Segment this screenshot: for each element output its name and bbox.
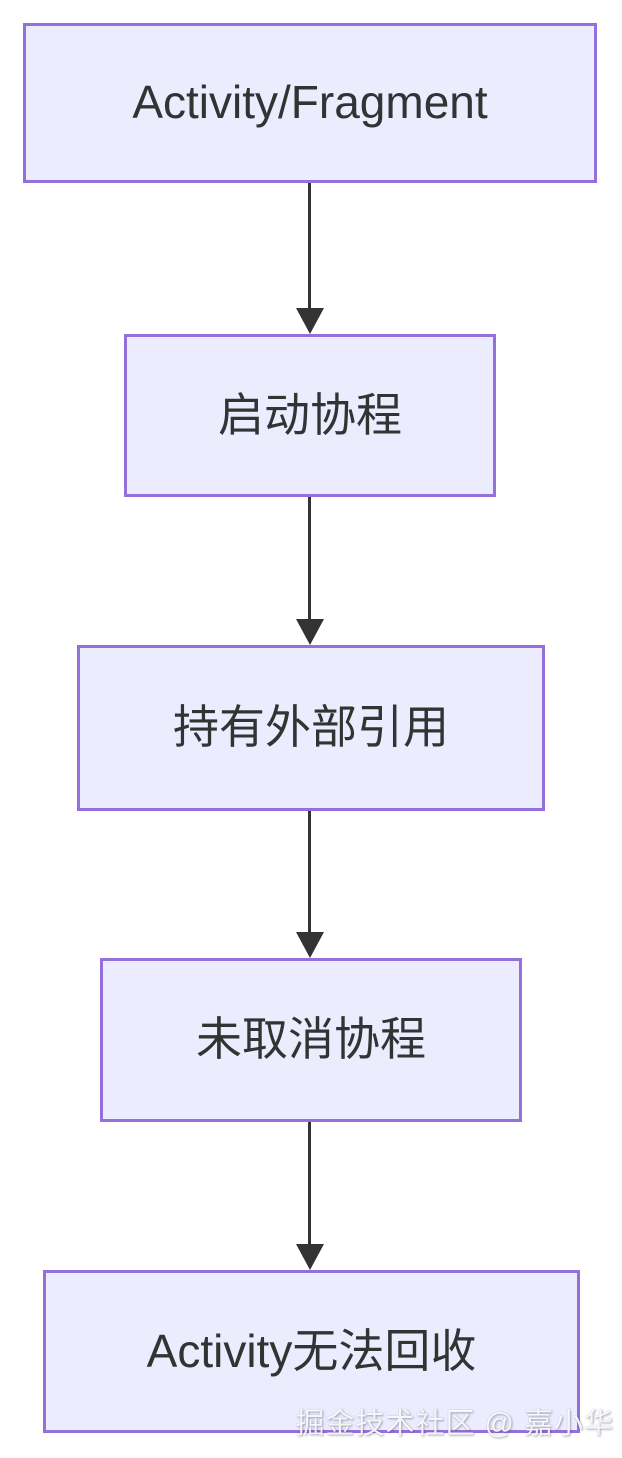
arrow-line bbox=[308, 1122, 311, 1252]
flow-node-activity-not-recyclable: Activity无法回收 bbox=[43, 1270, 580, 1433]
arrow-line bbox=[308, 183, 311, 316]
flow-node-activity-fragment: Activity/Fragment bbox=[23, 23, 597, 183]
flow-node-start-coroutine: 启动协程 bbox=[124, 334, 496, 497]
flow-node-label: Activity无法回收 bbox=[146, 1324, 477, 1377]
flow-node-label: Activity/Fragment bbox=[132, 76, 488, 129]
flow-node-label: 启动协程 bbox=[218, 388, 402, 441]
arrowhead-down-icon bbox=[296, 308, 324, 334]
flow-node-label: 持有外部引用 bbox=[173, 701, 449, 754]
arrowhead-down-icon bbox=[296, 932, 324, 958]
flow-arrow-2 bbox=[296, 497, 324, 645]
flow-arrow-4 bbox=[296, 1122, 324, 1270]
arrowhead-down-icon bbox=[296, 619, 324, 645]
flow-arrow-3 bbox=[296, 811, 324, 958]
arrowhead-down-icon bbox=[296, 1244, 324, 1270]
arrow-line bbox=[308, 497, 311, 627]
flow-node-label: 未取消协程 bbox=[196, 1013, 426, 1066]
flow-node-uncancelled-coroutine: 未取消协程 bbox=[100, 958, 522, 1122]
flow-arrow-1 bbox=[296, 183, 324, 334]
flow-node-hold-external-reference: 持有外部引用 bbox=[77, 645, 545, 811]
arrow-line bbox=[308, 811, 311, 940]
watermark: 掘金技术社区 @ 嘉小华 bbox=[295, 1408, 614, 1440]
